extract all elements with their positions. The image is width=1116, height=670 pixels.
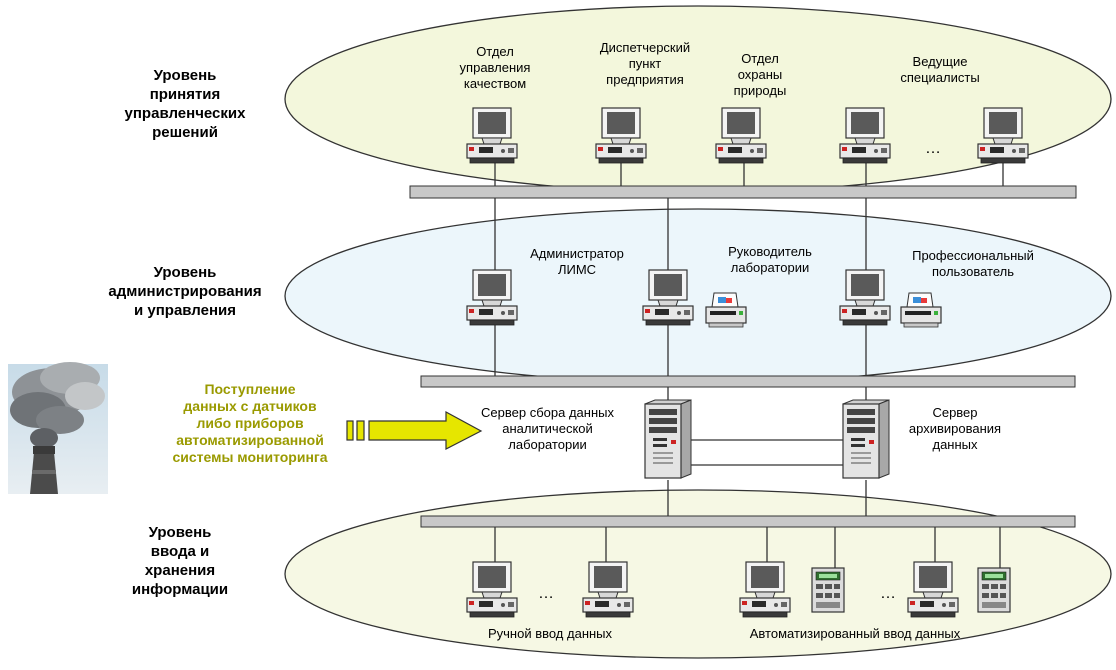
pro-user-label: Профессиональный пользователь xyxy=(912,248,1034,279)
lims-admin-label: Администратор ЛИМС xyxy=(530,246,624,277)
measuring-device-icon xyxy=(811,567,845,613)
sensor-feed-label: Поступление данных с датчиков либо прибо… xyxy=(172,381,328,465)
archive-server-label: Сервер архивирования данных xyxy=(908,405,1002,452)
more-workstations-ellipsis: … xyxy=(925,140,943,157)
quality-dept-label: Отдел управления качеством xyxy=(459,44,531,91)
workstation-icon xyxy=(739,561,791,618)
data-input-arrow xyxy=(346,410,483,450)
workstation-icon xyxy=(977,107,1029,164)
workstation-icon xyxy=(466,561,518,618)
input-level-label: Уровень ввода и хранения информации xyxy=(131,524,229,598)
workstation-icon xyxy=(595,107,647,164)
more-manual-stations-ellipsis: … xyxy=(538,585,556,602)
nature-dept-label: Отдел охраны природы xyxy=(733,51,787,98)
workstation-icon xyxy=(466,107,518,164)
workstation-icon xyxy=(582,561,634,618)
experts-label: Ведущие специалисты xyxy=(900,54,980,85)
auto-input-label: Автоматизированный ввод данных xyxy=(749,626,961,641)
admin-level-label: Уровень администрирования и управления xyxy=(108,264,262,319)
workstation-icon xyxy=(839,269,891,326)
manual-input-label: Ручной ввод данных xyxy=(487,626,613,641)
decision-network-bus xyxy=(409,185,1077,199)
input-network-bus xyxy=(420,515,1076,528)
decision-level-label: Уровень принятия управленческих решений xyxy=(124,67,246,141)
workstation-icon xyxy=(642,269,694,326)
decision-level-ellipse xyxy=(284,5,1112,193)
more-auto-stations-ellipsis: … xyxy=(880,585,898,602)
dispatch-center-label: Диспетчерский пункт предприятия xyxy=(599,40,691,87)
admin-network-bus xyxy=(420,375,1076,388)
factory-chimney-image xyxy=(8,362,108,494)
collection-server-label: Сервер сбора данных аналитической лабора… xyxy=(481,405,614,452)
server-tower-icon xyxy=(644,399,692,479)
workstation-icon xyxy=(466,269,518,326)
connection-lines xyxy=(494,160,1004,568)
server-tower-icon xyxy=(842,399,890,479)
workstation-icon xyxy=(839,107,891,164)
admin-level-ellipse xyxy=(284,208,1112,384)
workstation-icon xyxy=(715,107,767,164)
lab-head-label: Руководитель лаборатории xyxy=(728,244,812,275)
measuring-device-icon xyxy=(977,567,1011,613)
workstation-icon xyxy=(907,561,959,618)
